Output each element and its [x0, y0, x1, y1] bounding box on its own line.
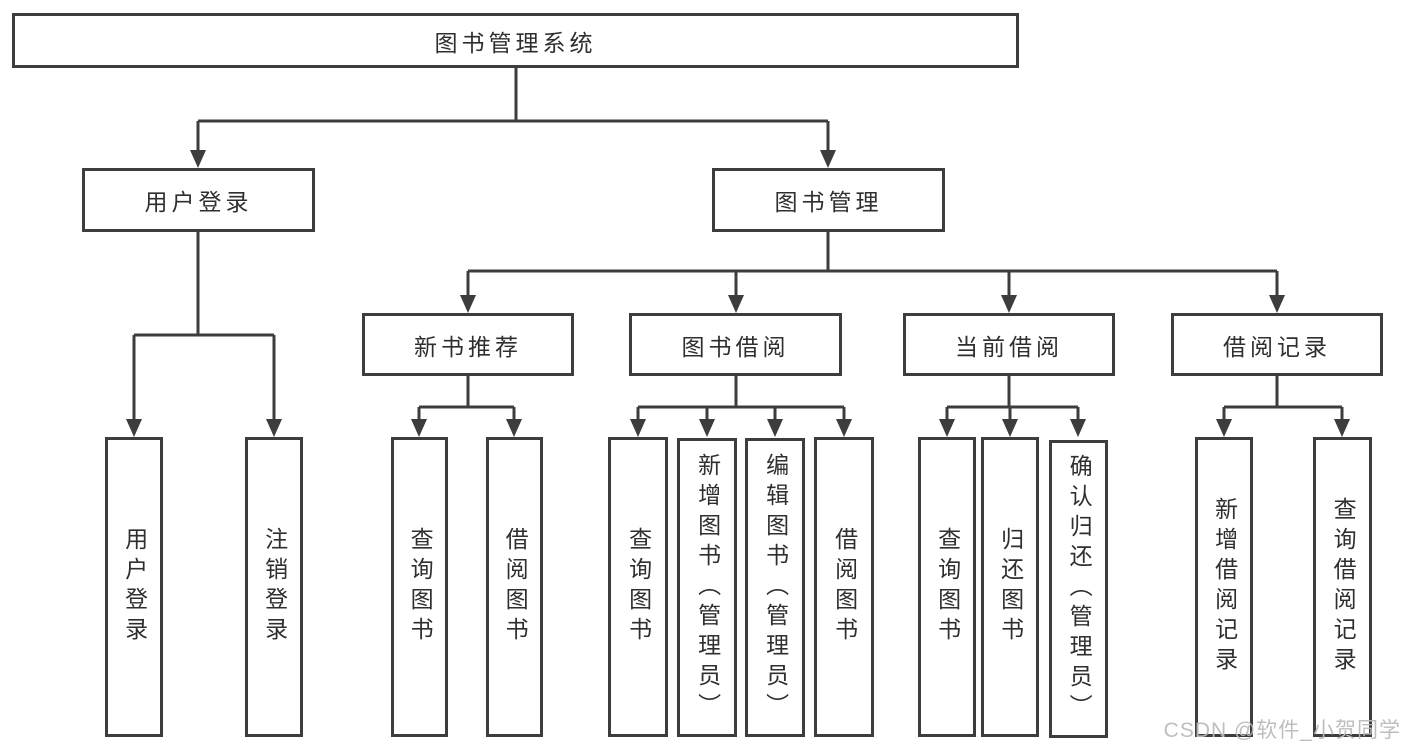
- node-book-management: 图书管理: [712, 168, 945, 232]
- node-leaf-user-login: 用户登录: [105, 437, 163, 737]
- node-leaf-return-books: 归还图书: [981, 437, 1039, 737]
- node-leaf-add-books-admin: 新增图书（管理员）: [677, 438, 737, 737]
- node-leaf-borrow-books: 借阅图书: [814, 437, 874, 737]
- node-current-borrowing: 当前借阅: [903, 313, 1115, 376]
- node-book-borrowing: 图书借阅: [629, 313, 842, 376]
- node-leaf-query-borrowing-record: 查询借阅记录: [1313, 437, 1372, 737]
- node-user-login: 用户登录: [82, 168, 315, 232]
- node-leaf-borrow-books-recommend: 借阅图书: [486, 437, 543, 737]
- node-leaf-query-books-recommend: 查询图书: [391, 437, 448, 737]
- node-new-book-recommendation: 新书推荐: [362, 313, 574, 376]
- csdn-watermark: CSDN @软件_小贺同学: [1163, 719, 1401, 742]
- node-borrowing-records: 借阅记录: [1171, 313, 1383, 376]
- node-leaf-logout: 注销登录: [245, 437, 303, 737]
- node-leaf-add-borrowing-record: 新增借阅记录: [1195, 437, 1253, 737]
- node-leaf-query-books-current: 查询图书: [918, 437, 976, 737]
- connector-edges: [132, 68, 1344, 421]
- node-leaf-query-books-borrowing: 查询图书: [608, 437, 668, 737]
- node-leaf-edit-books-admin: 编辑图书（管理员）: [745, 438, 805, 737]
- node-leaf-confirm-return-admin: 确认归还（管理员）: [1049, 440, 1108, 738]
- node-library-management-system: 图书管理系统: [12, 13, 1019, 68]
